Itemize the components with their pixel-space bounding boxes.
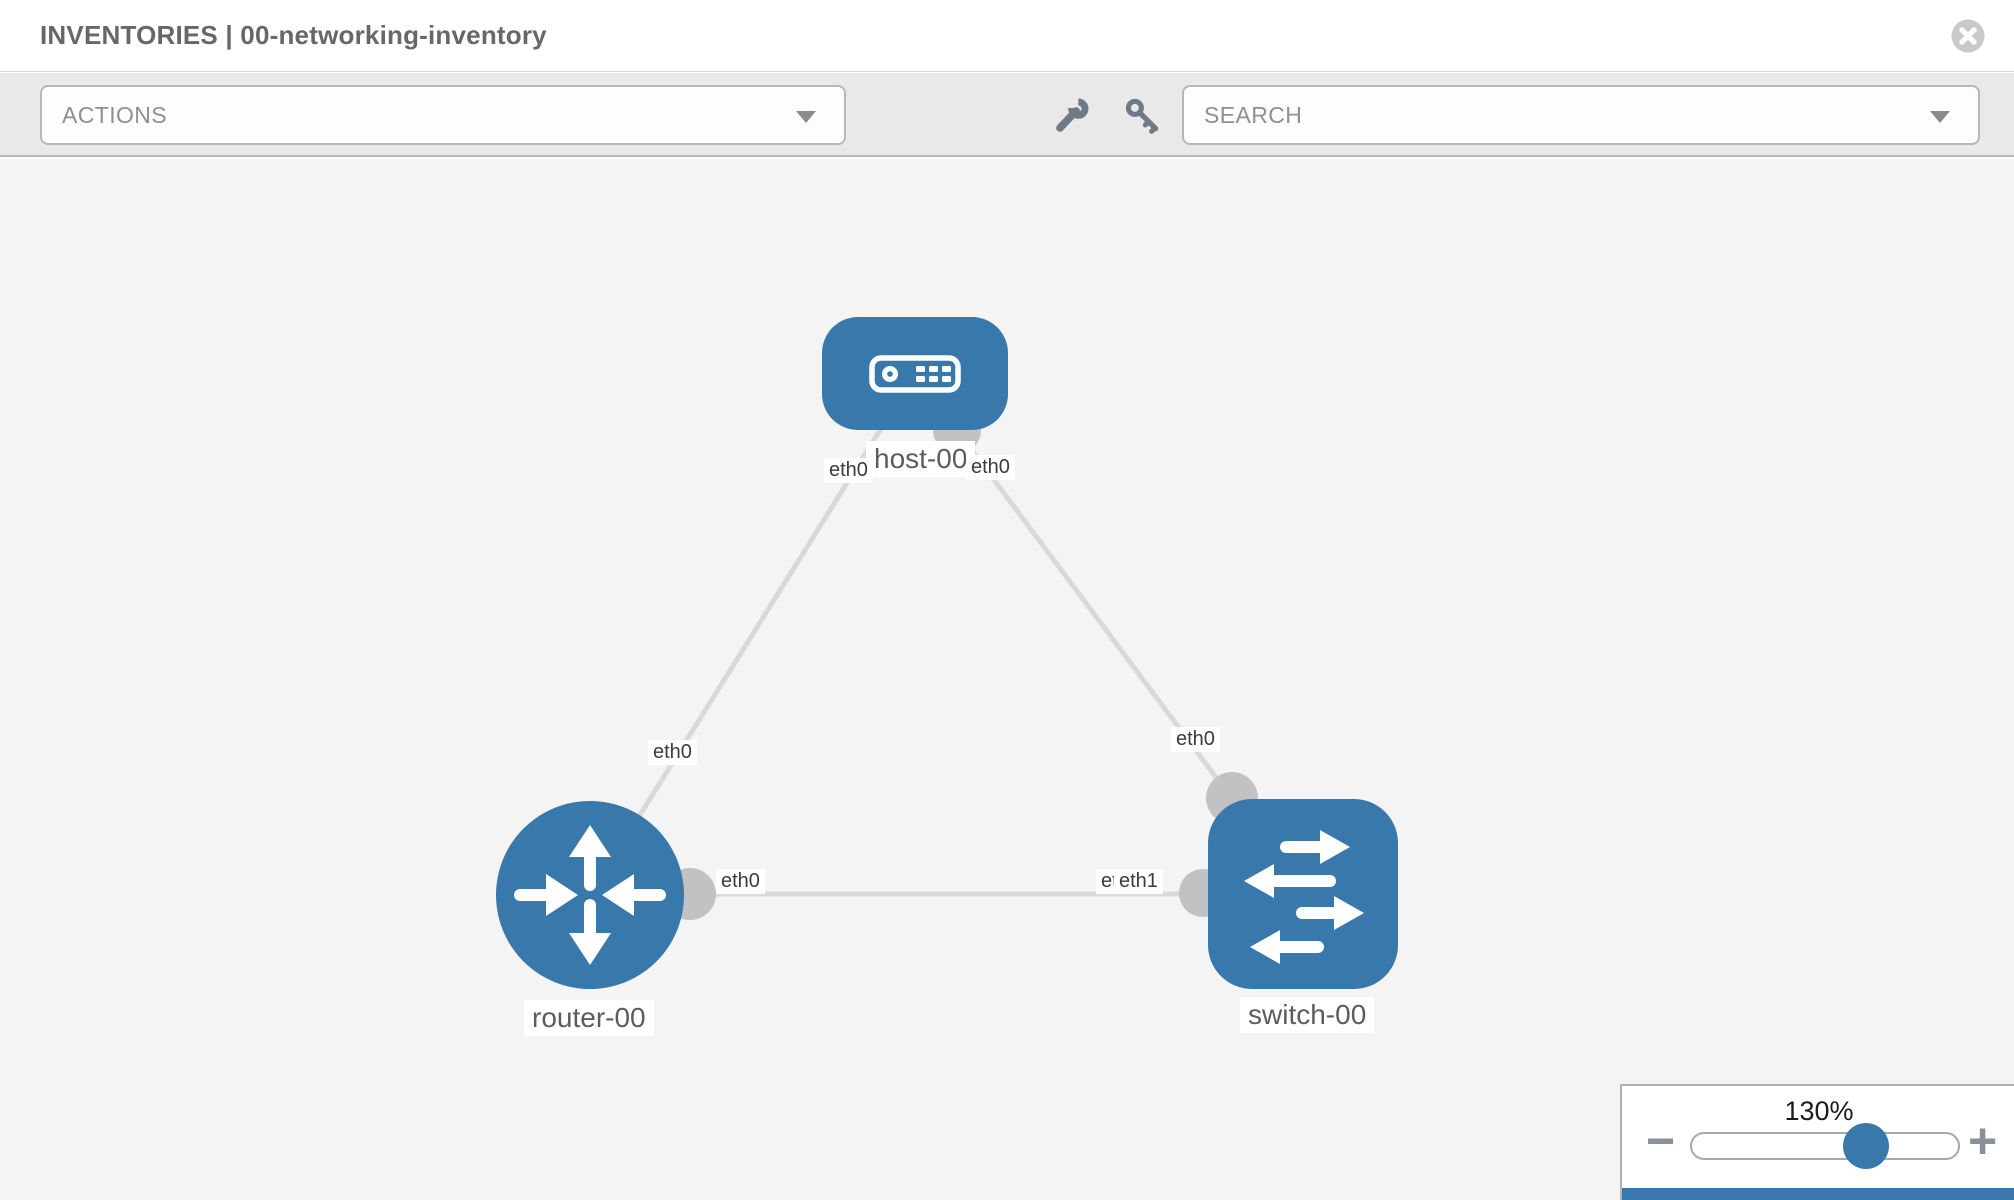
- zoom-slider-thumb[interactable]: [1843, 1123, 1889, 1169]
- x-circle-icon: [1951, 19, 1985, 53]
- tools-button[interactable]: [1046, 89, 1098, 141]
- chevron-down-icon: [1930, 111, 1950, 123]
- zoom-out-button[interactable]: −: [1646, 1113, 1676, 1169]
- header: INVENTORIES | 00-networking-inventory: [0, 0, 2014, 72]
- wrench-icon: [1056, 98, 1089, 132]
- interface-label-eth0: eth0: [966, 455, 1015, 480]
- link-layer: [587, 372, 1306, 920]
- node-label-router: router-00: [524, 1000, 654, 1036]
- search-dropdown-label: SEARCH: [1204, 101, 1303, 128]
- actions-dropdown-label: ACTIONS: [62, 101, 168, 128]
- switch-icon: [1244, 830, 1364, 964]
- zoom-slider-track[interactable]: [1690, 1132, 1960, 1160]
- node-router-00[interactable]: [496, 801, 684, 989]
- node-label-host: host-00: [866, 441, 976, 477]
- key-icon: [1125, 98, 1159, 134]
- topology-canvas[interactable]: host-00 router-00 switch-00 eth0 eth0 et…: [0, 159, 2014, 1200]
- interface-label-eth0: eth0: [824, 458, 873, 483]
- zoom-in-button[interactable]: +: [1968, 1113, 1998, 1169]
- node-label-switch: switch-00: [1240, 997, 1375, 1033]
- zoom-panel: 130% − +: [1620, 1084, 2014, 1200]
- toolbar: ACTIONS SEARCH: [0, 73, 2014, 157]
- actions-dropdown[interactable]: ACTIONS: [40, 85, 846, 145]
- key-button[interactable]: [1116, 89, 1168, 141]
- interface-label-eth0: eth0: [648, 740, 697, 765]
- search-dropdown[interactable]: SEARCH: [1182, 85, 1980, 145]
- zoom-level: 130%: [1784, 1096, 1854, 1126]
- interface-label-eth1: eth1: [1114, 869, 1163, 894]
- interface-label-eth0: eth0: [716, 869, 765, 894]
- node-host-00[interactable]: [822, 317, 1008, 430]
- interface-label-eth0: eth0: [1171, 727, 1220, 752]
- chevron-down-icon: [796, 111, 816, 123]
- close-button[interactable]: [1950, 18, 1986, 54]
- page-title: INVENTORIES | 00-networking-inventory: [40, 20, 547, 50]
- router-icon: [514, 825, 666, 965]
- node-switch-00[interactable]: [1208, 799, 1398, 989]
- host-icon: [869, 354, 961, 393]
- panel-footer-bar: [1622, 1188, 2014, 1200]
